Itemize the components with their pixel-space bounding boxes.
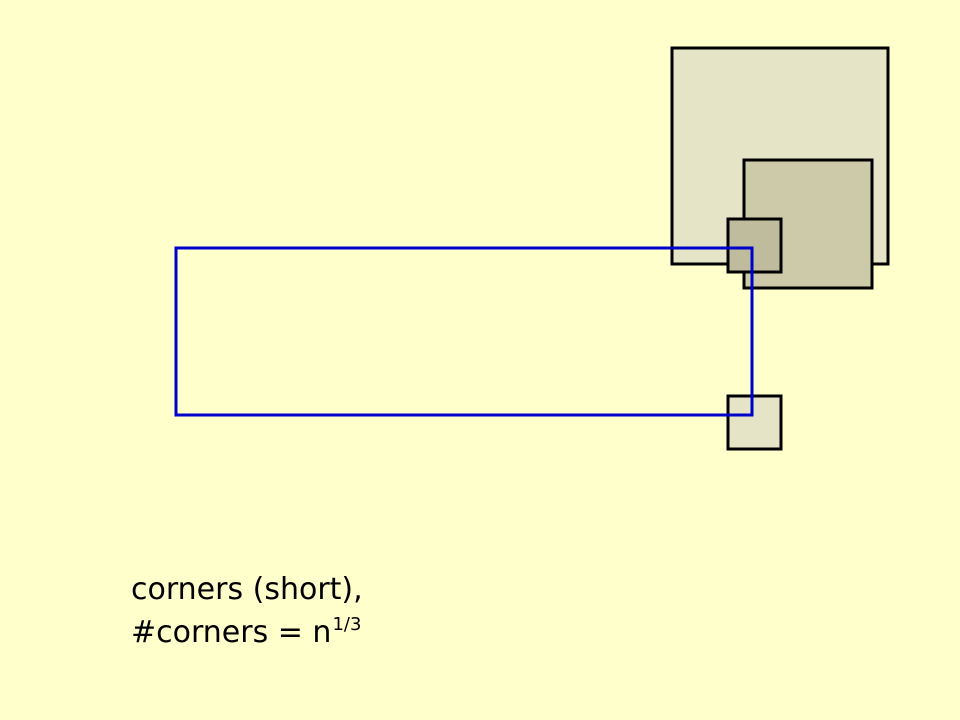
query-rectangle (174, 246, 754, 417)
caption-line-corners-short: corners (short), (131, 572, 363, 607)
caption-formula-main: #corners = n (131, 615, 332, 650)
small-square-lower (726, 394, 783, 451)
small-square-upper (726, 217, 783, 274)
caption-line-corners-count: #corners = n1/3 (131, 615, 361, 650)
caption-formula-exponent: 1/3 (332, 614, 362, 635)
